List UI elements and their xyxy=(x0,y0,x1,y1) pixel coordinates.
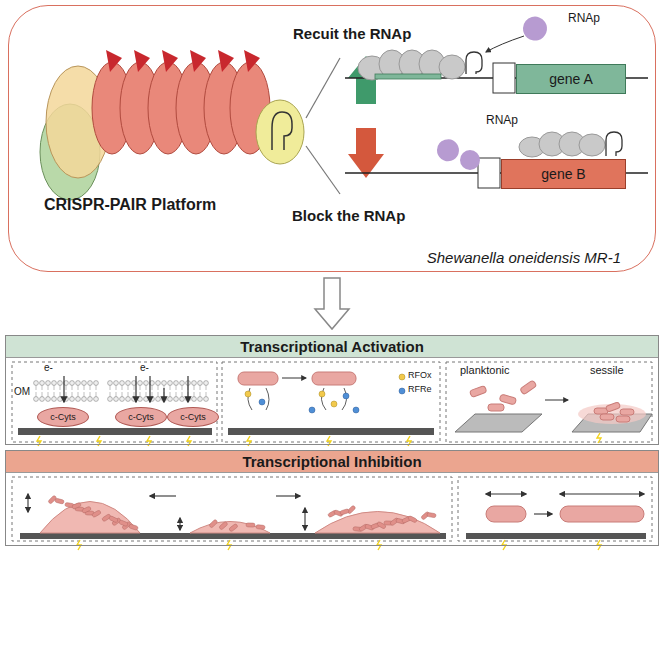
gene-name: gene B xyxy=(541,166,585,182)
mode-label: Block the RNAp xyxy=(292,208,405,225)
platform-name: CRISPR-PAIR Platform xyxy=(44,196,216,214)
annotation: e- xyxy=(44,362,53,373)
mode-label: Recuit the RNAp xyxy=(293,26,411,43)
outer-membrane xyxy=(34,381,209,402)
crispr-platform xyxy=(40,50,304,200)
gene-box: gene A xyxy=(516,64,626,94)
result-panel: Transcriptional Inhibition xyxy=(5,450,659,546)
cytochrome-label: c-Cyts xyxy=(180,412,206,422)
organism-name: Shewanella oneidensis MR-1 xyxy=(427,249,621,266)
annotation: OM xyxy=(14,386,30,397)
annotation: RNAp xyxy=(486,114,518,127)
hollow-arrow xyxy=(315,278,349,329)
annotation: RFRe xyxy=(408,385,432,395)
cytochrome-label: c-Cyts xyxy=(128,412,154,422)
annotation: e- xyxy=(140,362,149,373)
gene-box: gene B xyxy=(501,159,626,189)
annotation: planktonic xyxy=(460,364,510,376)
cytochrome-oval: c-Cyts xyxy=(115,407,167,427)
panel-heading: Transcriptional Inhibition xyxy=(6,451,658,473)
result-panel: c-Cyts c-Cyts c-Cyts Transcriptional Activa… xyxy=(5,335,659,445)
annotation: RFOx xyxy=(408,371,432,381)
gene-name: gene A xyxy=(549,71,593,87)
cytochrome-label: c-Cyts xyxy=(50,412,76,422)
cell-outline: gene A gene B Shewanella oneidensis MR-1 xyxy=(8,5,656,272)
cytochrome-oval: c-Cyts xyxy=(37,407,89,427)
panel-heading: Transcriptional Activation xyxy=(6,336,658,358)
cytochrome-oval: c-Cyts xyxy=(167,407,219,427)
annotation: sessile xyxy=(590,364,624,376)
annotation: RNAp xyxy=(568,12,600,25)
